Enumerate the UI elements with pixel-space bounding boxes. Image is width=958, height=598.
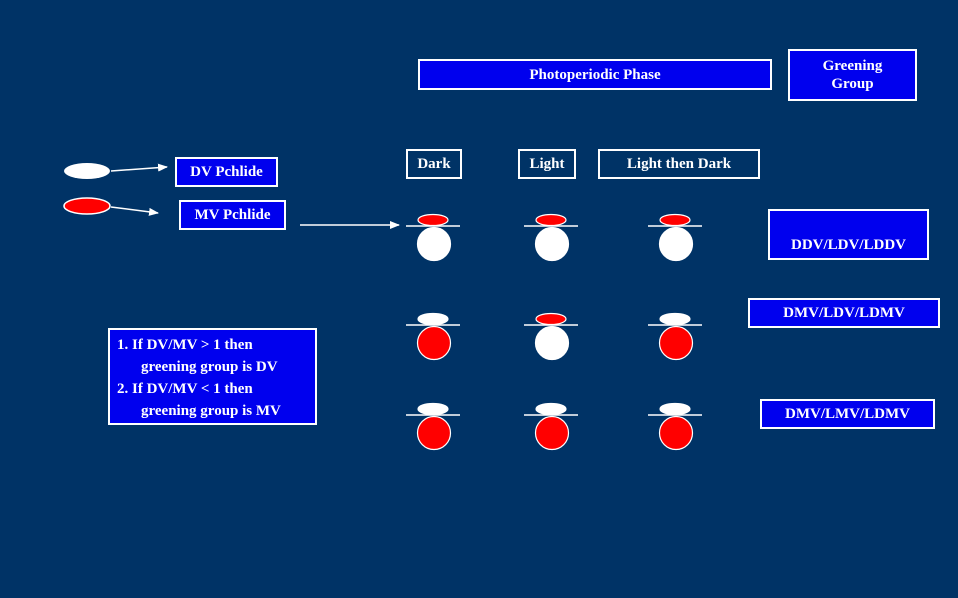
pigment-top-r1c3	[659, 213, 691, 227]
group-result-row-3: DMV/LMV/LDMV	[760, 399, 935, 429]
group-label-row-2: DMV/LDV/LDMV	[783, 305, 905, 321]
legend-dv-label: DV Pchlide	[190, 164, 263, 180]
group-result-row-2: DMV/LDV/LDMV	[748, 298, 940, 328]
pigment-bottom-r2c3	[658, 325, 694, 361]
legend-dv-box: DV Pchlide	[175, 157, 278, 187]
greening-group-line2: Group	[831, 76, 874, 92]
legend-dv-oval	[64, 163, 110, 179]
group-label-row-1: DDV/LDV/LDDV	[790, 237, 906, 253]
pigment-top-r1c1	[417, 213, 449, 227]
column-label-light-then-dark: Light then Dark	[626, 156, 732, 172]
pigment-bottom-r1c2	[534, 226, 570, 262]
phase-title: Photoperiodic Phase	[529, 66, 661, 83]
pigment-bottom-r1c1	[416, 226, 452, 262]
column-label-dark: Dark	[417, 156, 451, 172]
pigment-bottom-r2c2	[534, 325, 570, 361]
pigment-bottom-r2c1	[416, 325, 452, 361]
pigment-top-r2c3	[659, 312, 691, 326]
rule-line-2: greening group is DV	[141, 359, 278, 375]
photoperiodic-phase-header: Photoperiodic Phase	[418, 59, 772, 90]
rule-line-4: greening group is MV	[141, 403, 281, 419]
column-label-light: Light	[529, 156, 565, 172]
column-header-light-then-dark: Light then Dark	[598, 149, 760, 179]
column-header-light: Light	[518, 149, 576, 179]
rules-box: 1. If DV/MV > 1 then greening group is D…	[108, 328, 317, 425]
rule-line-3: 2. If DV/MV < 1 then	[117, 381, 253, 397]
legend-dv-arrow	[110, 163, 168, 172]
pigment-matrix	[406, 213, 702, 451]
greening-group-line1: Greening	[822, 58, 883, 74]
legend-mv-label: MV Pchlide	[194, 207, 271, 223]
group-label-row-3: DMV/LMV/LDMV	[785, 406, 910, 422]
legend-mv-oval	[63, 197, 111, 215]
legend-mv-arrow	[110, 206, 159, 216]
greening-group-header: Greening Group	[788, 49, 917, 101]
legend-mv-box: MV Pchlide	[179, 200, 286, 230]
pigment-top-r1c2	[535, 213, 567, 227]
rule-line-1: 1. If DV/MV > 1 then	[117, 337, 253, 353]
pigment-top-r3c1	[417, 402, 449, 416]
pigment-bottom-r3c2	[534, 415, 570, 451]
pigment-top-r3c3	[659, 402, 691, 416]
pigment-top-r3c2	[535, 402, 567, 416]
group-result-row-1: DDV/LDV/LDDV	[768, 209, 929, 260]
pigment-bottom-r3c1	[416, 415, 452, 451]
pigment-bottom-r3c3	[658, 415, 694, 451]
pigment-top-r2c1	[417, 312, 449, 326]
pigment-top-r2c2	[535, 312, 567, 326]
pigment-bottom-r1c3	[658, 226, 694, 262]
column-header-dark: Dark	[406, 149, 462, 179]
